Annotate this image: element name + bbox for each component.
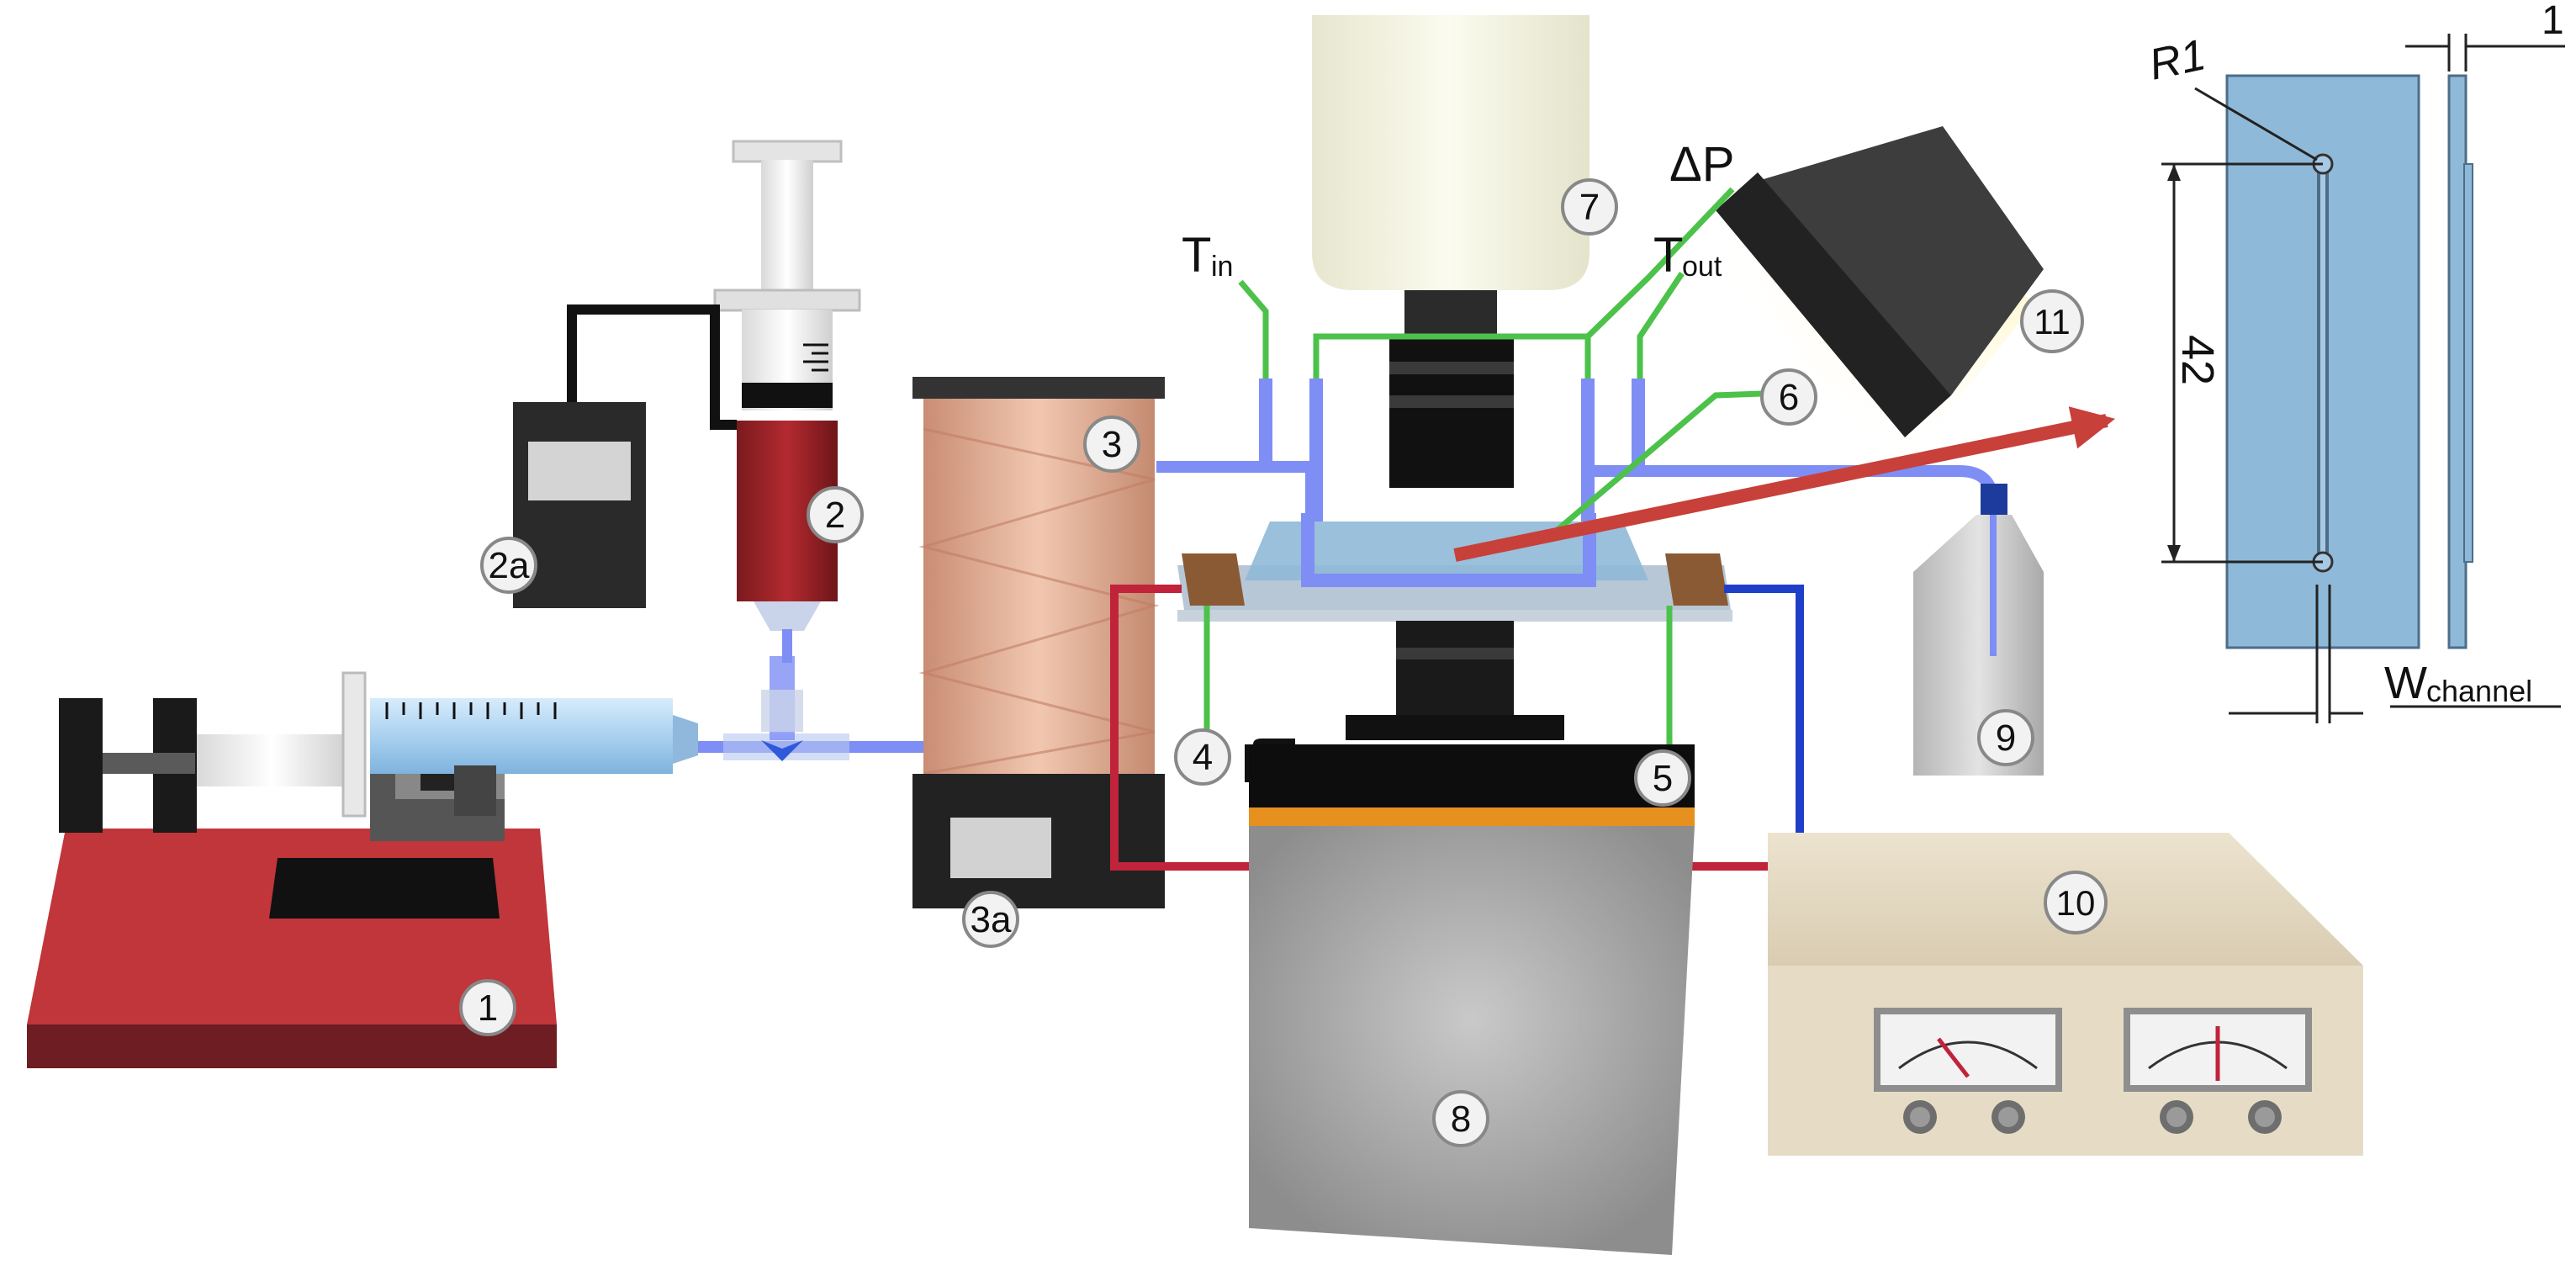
heated-syringe <box>713 140 861 663</box>
svg-text:4: 4 <box>1193 737 1213 778</box>
microfluidic-chip-assembly <box>1177 513 1732 622</box>
dimension-width: W channel <box>2384 658 2532 708</box>
zoom-arrow <box>1453 406 2116 562</box>
label-2: 2 <box>807 486 864 543</box>
inlet-tubing <box>698 656 925 761</box>
sensor-label-t-in: T in <box>1182 228 1233 283</box>
light-source <box>1674 126 2044 471</box>
svg-text:W: W <box>2384 658 2427 708</box>
label-8: 8 <box>1432 1090 1489 1147</box>
label-9: 9 <box>1977 709 2034 766</box>
svg-text:8: 8 <box>1451 1099 1471 1140</box>
svg-text:6: 6 <box>1779 377 1799 418</box>
sensor-label-t-out: T out <box>1653 228 1722 283</box>
dimension-length: 42 <box>2172 335 2223 385</box>
svg-text:10: 10 <box>2056 883 2096 923</box>
syringe-pump <box>27 671 698 1068</box>
label-3: 3 <box>1083 416 1140 473</box>
svg-text:9: 9 <box>1996 717 2016 759</box>
svg-text:3a: 3a <box>971 899 1012 940</box>
label-7: 7 <box>1561 178 1618 236</box>
svg-text:3: 3 <box>1102 424 1122 465</box>
label-11: 11 <box>2020 289 2084 353</box>
syringe-heater-controller <box>513 304 737 608</box>
dimension-radius: R1 <box>2145 30 2209 90</box>
top-objective <box>1312 15 1590 488</box>
svg-text:1: 1 <box>478 987 498 1029</box>
svg-text:channel: channel <box>2426 674 2532 708</box>
heated-syringe-ticks <box>803 343 828 372</box>
label-6: 6 <box>1760 368 1817 426</box>
svg-text:11: 11 <box>2034 302 2071 342</box>
label-10: 10 <box>2044 871 2108 934</box>
svg-text:2a: 2a <box>489 545 530 586</box>
svg-text:out: out <box>1682 251 1722 283</box>
syringe-scale-ticks <box>385 702 557 719</box>
sensor-wires <box>1203 187 1763 757</box>
svg-text:7: 7 <box>1579 187 1600 228</box>
label-2a: 2a <box>480 537 537 594</box>
label-1: 1 <box>459 979 516 1036</box>
svg-text:5: 5 <box>1653 758 1673 799</box>
svg-text:in: in <box>1211 251 1233 283</box>
svg-text:T: T <box>1653 228 1683 283</box>
sensor-label-delta-p: ΔP <box>1669 137 1734 192</box>
microscope-body <box>1245 621 1695 1255</box>
svg-text:2: 2 <box>825 495 845 536</box>
dimension-thickness: 1 <box>2542 0 2564 43</box>
label-5: 5 <box>1634 749 1691 807</box>
chip-technical-drawing <box>2161 34 2565 723</box>
label-4: 4 <box>1174 728 1231 786</box>
svg-text:T: T <box>1182 228 1211 283</box>
label-3a: 3a <box>962 891 1019 948</box>
